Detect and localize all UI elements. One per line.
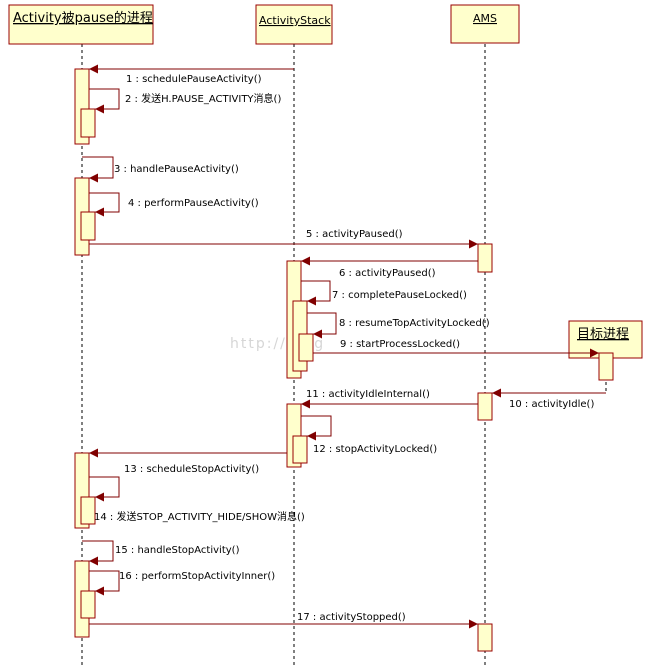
activation-p1-f (80, 496, 96, 525)
arrow-2 (89, 88, 120, 114)
participant-p2-label: ActivityStack (259, 14, 331, 27)
arrow-7 (301, 280, 331, 306)
message-14[interactable]: 14 : 发送STOP_ACTIVITY_HIDE/SHOW消息() (94, 510, 305, 523)
activation-p3-a (477, 243, 493, 273)
participant-p4[interactable]: 目标进程 (568, 320, 643, 359)
message-4[interactable]: 4 : performPauseActivity() (128, 198, 259, 209)
message-3[interactable]: 3 : handlePauseActivity() (114, 164, 239, 175)
arrow-14 (89, 476, 120, 502)
message-12[interactable]: 12 : stopActivityLocked() (313, 444, 437, 455)
message-17[interactable]: 17 : activityStopped() (297, 612, 406, 623)
message-6[interactable]: 6 : activityPaused() (339, 268, 436, 279)
arrow-15 (82, 540, 114, 566)
message-5[interactable]: 5 : activityPaused() (306, 229, 403, 240)
message-1[interactable]: 1 : schedulePauseActivity() (126, 74, 262, 85)
message-15[interactable]: 15 : handleStopActivity() (115, 545, 240, 556)
message-9[interactable]: 9 : startProcessLocked() (340, 339, 460, 350)
participant-p2[interactable]: ActivityStack (255, 4, 333, 45)
activation-p1-b (80, 108, 96, 138)
message-13[interactable]: 13 : scheduleStopActivity() (124, 464, 259, 475)
arrow-16 (89, 570, 120, 596)
message-11[interactable]: 11 : activityIdleInternal() (306, 389, 430, 400)
participant-p1-label: Activity被pause的进程 (13, 10, 153, 26)
participant-p1[interactable]: Activity被pause的进程 (8, 4, 154, 45)
message-2[interactable]: 2 : 发送H.PAUSE_ACTIVITY消息() (125, 92, 281, 105)
activation-p3-b (477, 392, 493, 421)
activation-p2-e (292, 435, 308, 464)
participant-p3-label: AMS (473, 12, 497, 25)
activation-p2-c (298, 333, 314, 362)
activations (74, 68, 614, 652)
participant-p3[interactable]: AMS (450, 4, 520, 44)
arrow-12 (301, 415, 332, 441)
activation-p4-a (598, 352, 614, 381)
activation-p1-d (80, 211, 96, 241)
message-labels: 1 : schedulePauseActivity() 2 : 发送H.PAUS… (94, 74, 594, 623)
message-7[interactable]: 7 : completePauseLocked() (332, 290, 467, 301)
message-8[interactable]: 8 : resumeTopActivityLocked() (339, 318, 490, 329)
arrows (82, 64, 606, 629)
message-10[interactable]: 10 : activityIdle() (509, 399, 594, 410)
arrow-8 (307, 312, 337, 339)
activation-p1-h (80, 590, 96, 619)
arrow-3 (82, 156, 114, 183)
participant-p4-label: 目标进程 (577, 327, 629, 342)
activation-p3-c (477, 623, 493, 652)
arrow-4 (89, 192, 120, 217)
message-16[interactable]: 16 : performStopActivityInner() (119, 571, 275, 582)
